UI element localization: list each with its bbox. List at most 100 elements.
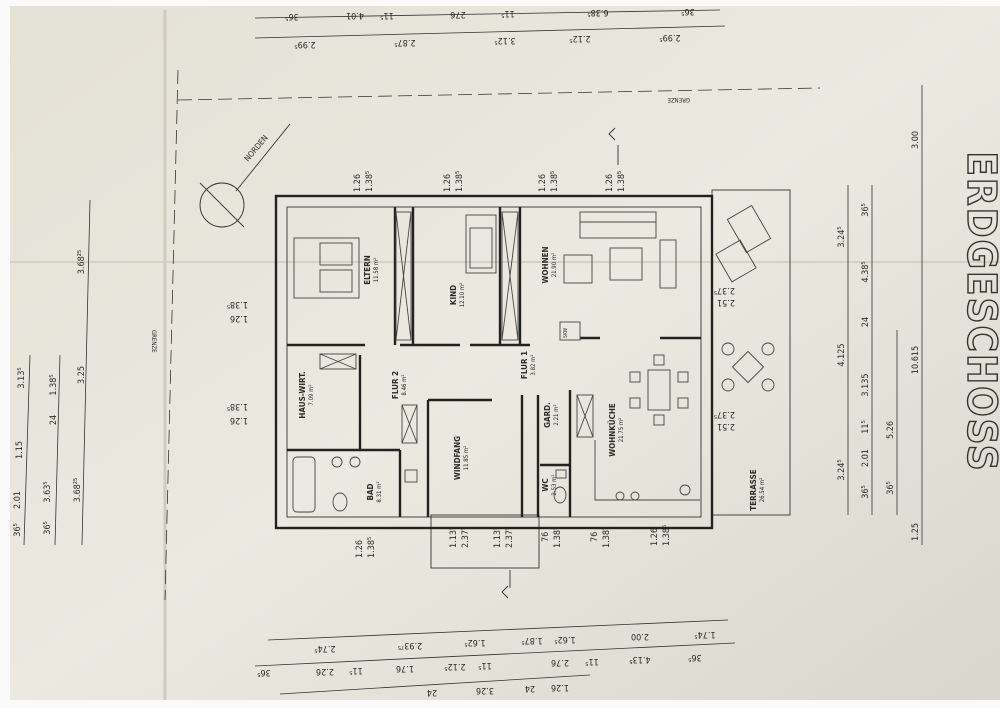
svg-text:4.13⁵: 4.13⁵ [629,654,650,664]
room-label-kind: KIND 12.10 m² [449,283,466,308]
svg-text:2.74⁵: 2.74⁵ [314,643,335,653]
svg-text:HAUS-WIRT.: HAUS-WIRT. [298,371,307,418]
window-labels-terrace: 2.37⁵ 2.51 2.37⁵ 2.51 [714,285,735,431]
svg-text:2.99⁵: 2.99⁵ [294,39,315,49]
svg-text:1.38⁵: 1.38⁵ [662,525,672,546]
svg-text:7.09 m²: 7.09 m² [308,384,315,405]
svg-text:11⁵: 11⁵ [349,665,363,675]
svg-text:3.13⁵: 3.13⁵ [17,367,27,388]
sun-lounger-icon [715,204,772,283]
room-label-garderobe: GARD. 2.21 m² [543,402,560,428]
room-label-wohnen: WOHNEN 21.90 m² [541,246,558,283]
svg-text:3.25: 3.25 [77,366,87,384]
svg-text:1.26: 1.26 [538,174,548,192]
svg-text:GARD.: GARD. [543,402,552,428]
svg-text:1.25: 1.25 [911,523,921,541]
kitchen-counter-icon [594,440,700,501]
svg-text:2.00: 2.00 [631,631,649,641]
svg-text:36⁵: 36⁵ [43,521,53,535]
svg-text:11.85 m²: 11.85 m² [463,446,470,471]
section-marker-bottom [501,570,511,599]
svg-text:76: 76 [541,532,551,542]
svg-text:2.37⁵: 2.37⁵ [461,527,471,548]
svg-text:2.76: 2.76 [551,657,569,667]
svg-text:2.21 m²: 2.21 m² [553,404,560,425]
svg-text:2.01: 2.01 [861,449,871,467]
svg-text:1.87⁵: 1.87⁵ [521,635,542,645]
svg-text:1.15: 1.15 [15,441,25,459]
svg-text:6.38⁵: 6.38⁵ [587,7,608,17]
exterior-wall [274,194,714,530]
dimension-chain-left: 3.68²⁵ 3.25 3.68²⁵ 1.38⁵ 24 3.63⁵ 36⁵ 3.… [13,199,91,546]
svg-text:4.38⁵: 4.38⁵ [861,261,871,282]
window-labels-left: 1.38⁵ 1.26 1.38⁵ 1.26 [227,299,248,425]
svg-text:11⁵: 11⁵ [585,656,599,666]
property-boundary [177,87,821,101]
svg-text:36⁵: 36⁵ [861,485,871,499]
svg-text:276: 276 [450,9,465,19]
interior-wall-line [286,206,702,518]
svg-text:1.26: 1.26 [355,540,365,558]
svg-text:8.31 m²: 8.31 m² [376,481,383,502]
window-labels-top: 1.26 1.38⁵ 1.26 1.38⁵ 1.26 1.38⁵ 1.26 1.… [353,171,627,192]
svg-text:1.26: 1.26 [353,174,363,192]
boundary-label-left: GRENZE [150,330,157,353]
svg-text:8.46 m²: 8.46 m² [401,374,408,395]
svg-text:1.13⁵: 1.13⁵ [449,527,459,548]
svg-text:1.38⁵: 1.38⁵ [227,401,248,411]
svg-text:1.38⁵: 1.38⁵ [617,171,627,192]
svg-text:2.12⁵: 2.12⁵ [569,33,590,43]
svg-text:36⁵: 36⁵ [688,652,702,662]
svg-text:KIND: KIND [449,285,458,305]
paper-sheet [10,6,1000,700]
svg-text:1.38⁵: 1.38⁵ [602,527,612,548]
title-erdgeschoss: ERDGESCHOSS [957,151,1000,474]
bathtub-icon [292,456,418,513]
dimension-chain-bottom: 2.74⁵ 2.93⁷⁵ 1.62⁵ 1.87⁵ 1.62⁵ 2.00 1.74… [254,619,736,697]
room-label-windfang: WINDFANG 11.85 m² [453,436,470,480]
svg-text:21.90 m²: 21.90 m² [551,253,558,278]
dimension-chain-top: 36⁵ 4.01 11⁵ 276 11⁵ 6.38⁵ 36⁵ 2.99⁵ 2.8… [254,6,726,49]
svg-text:26.54 m²: 26.54 m² [759,478,766,503]
svg-text:36⁵: 36⁵ [285,11,299,21]
svg-text:11⁵: 11⁵ [380,10,394,20]
room-label-terrasse: TERRASSE 26.54 m² [749,469,766,510]
room-label-wc: WC 2.53 m² [541,474,558,495]
svg-text:3.26: 3.26 [476,685,494,695]
room-label-flur-2: FLUR 2 8.46 m² [391,371,408,399]
svg-text:1.26: 1.26 [230,313,248,323]
svg-text:TERRASSE: TERRASSE [749,469,758,510]
svg-text:1.38⁵: 1.38⁵ [227,299,248,309]
svg-text:2.93⁷⁵: 2.93⁷⁵ [398,640,423,650]
svg-text:24: 24 [525,683,535,693]
svg-text:36⁵: 36⁵ [13,523,23,537]
svg-text:2.53 m²: 2.53 m² [551,474,558,495]
svg-text:3.24⁵: 3.24⁵ [837,459,847,480]
svg-text:1.38⁵: 1.38⁵ [367,537,377,558]
svg-text:1.13⁵: 1.13⁵ [493,527,503,548]
svg-text:24: 24 [49,415,59,425]
svg-text:5.26: 5.26 [886,421,896,439]
svg-text:2.51: 2.51 [717,297,735,307]
svg-text:FLUR 1: FLUR 1 [520,351,529,379]
svg-text:11.58 m²: 11.58 m² [373,258,380,283]
boundary-label: GRENZE [667,96,690,103]
svg-text:3.135: 3.135 [861,373,871,396]
room-label-flur-1: FLUR 1 3.82 m² [520,351,537,379]
section-marker-top [608,127,619,165]
room-label-eltern: ELTERN 11.58 m² [363,255,380,285]
property-boundary-left [164,69,179,601]
svg-text:11⁵: 11⁵ [861,420,871,434]
chimney-label: SKW [563,327,569,338]
terrace-table-icon [721,342,775,392]
svg-text:1.38⁵: 1.38⁵ [365,171,375,192]
room-label-hauswirtschaft: HAUS-WIRT. 7.09 m² [298,371,315,418]
window-labels-bottom: 1.26 1.38⁵ 1.13⁵ 2.37⁵ 1.13⁵ 2.37⁵ 76 1.… [355,525,672,558]
svg-text:1.26: 1.26 [605,174,615,192]
svg-text:3.68²⁵: 3.68²⁵ [73,478,83,503]
room-label-wohnkueche: WOHNKÜCHE 21.75 m² [607,403,625,457]
room-label-bad: BAD 8.31 m² [366,481,383,502]
svg-text:4.01: 4.01 [346,10,364,20]
